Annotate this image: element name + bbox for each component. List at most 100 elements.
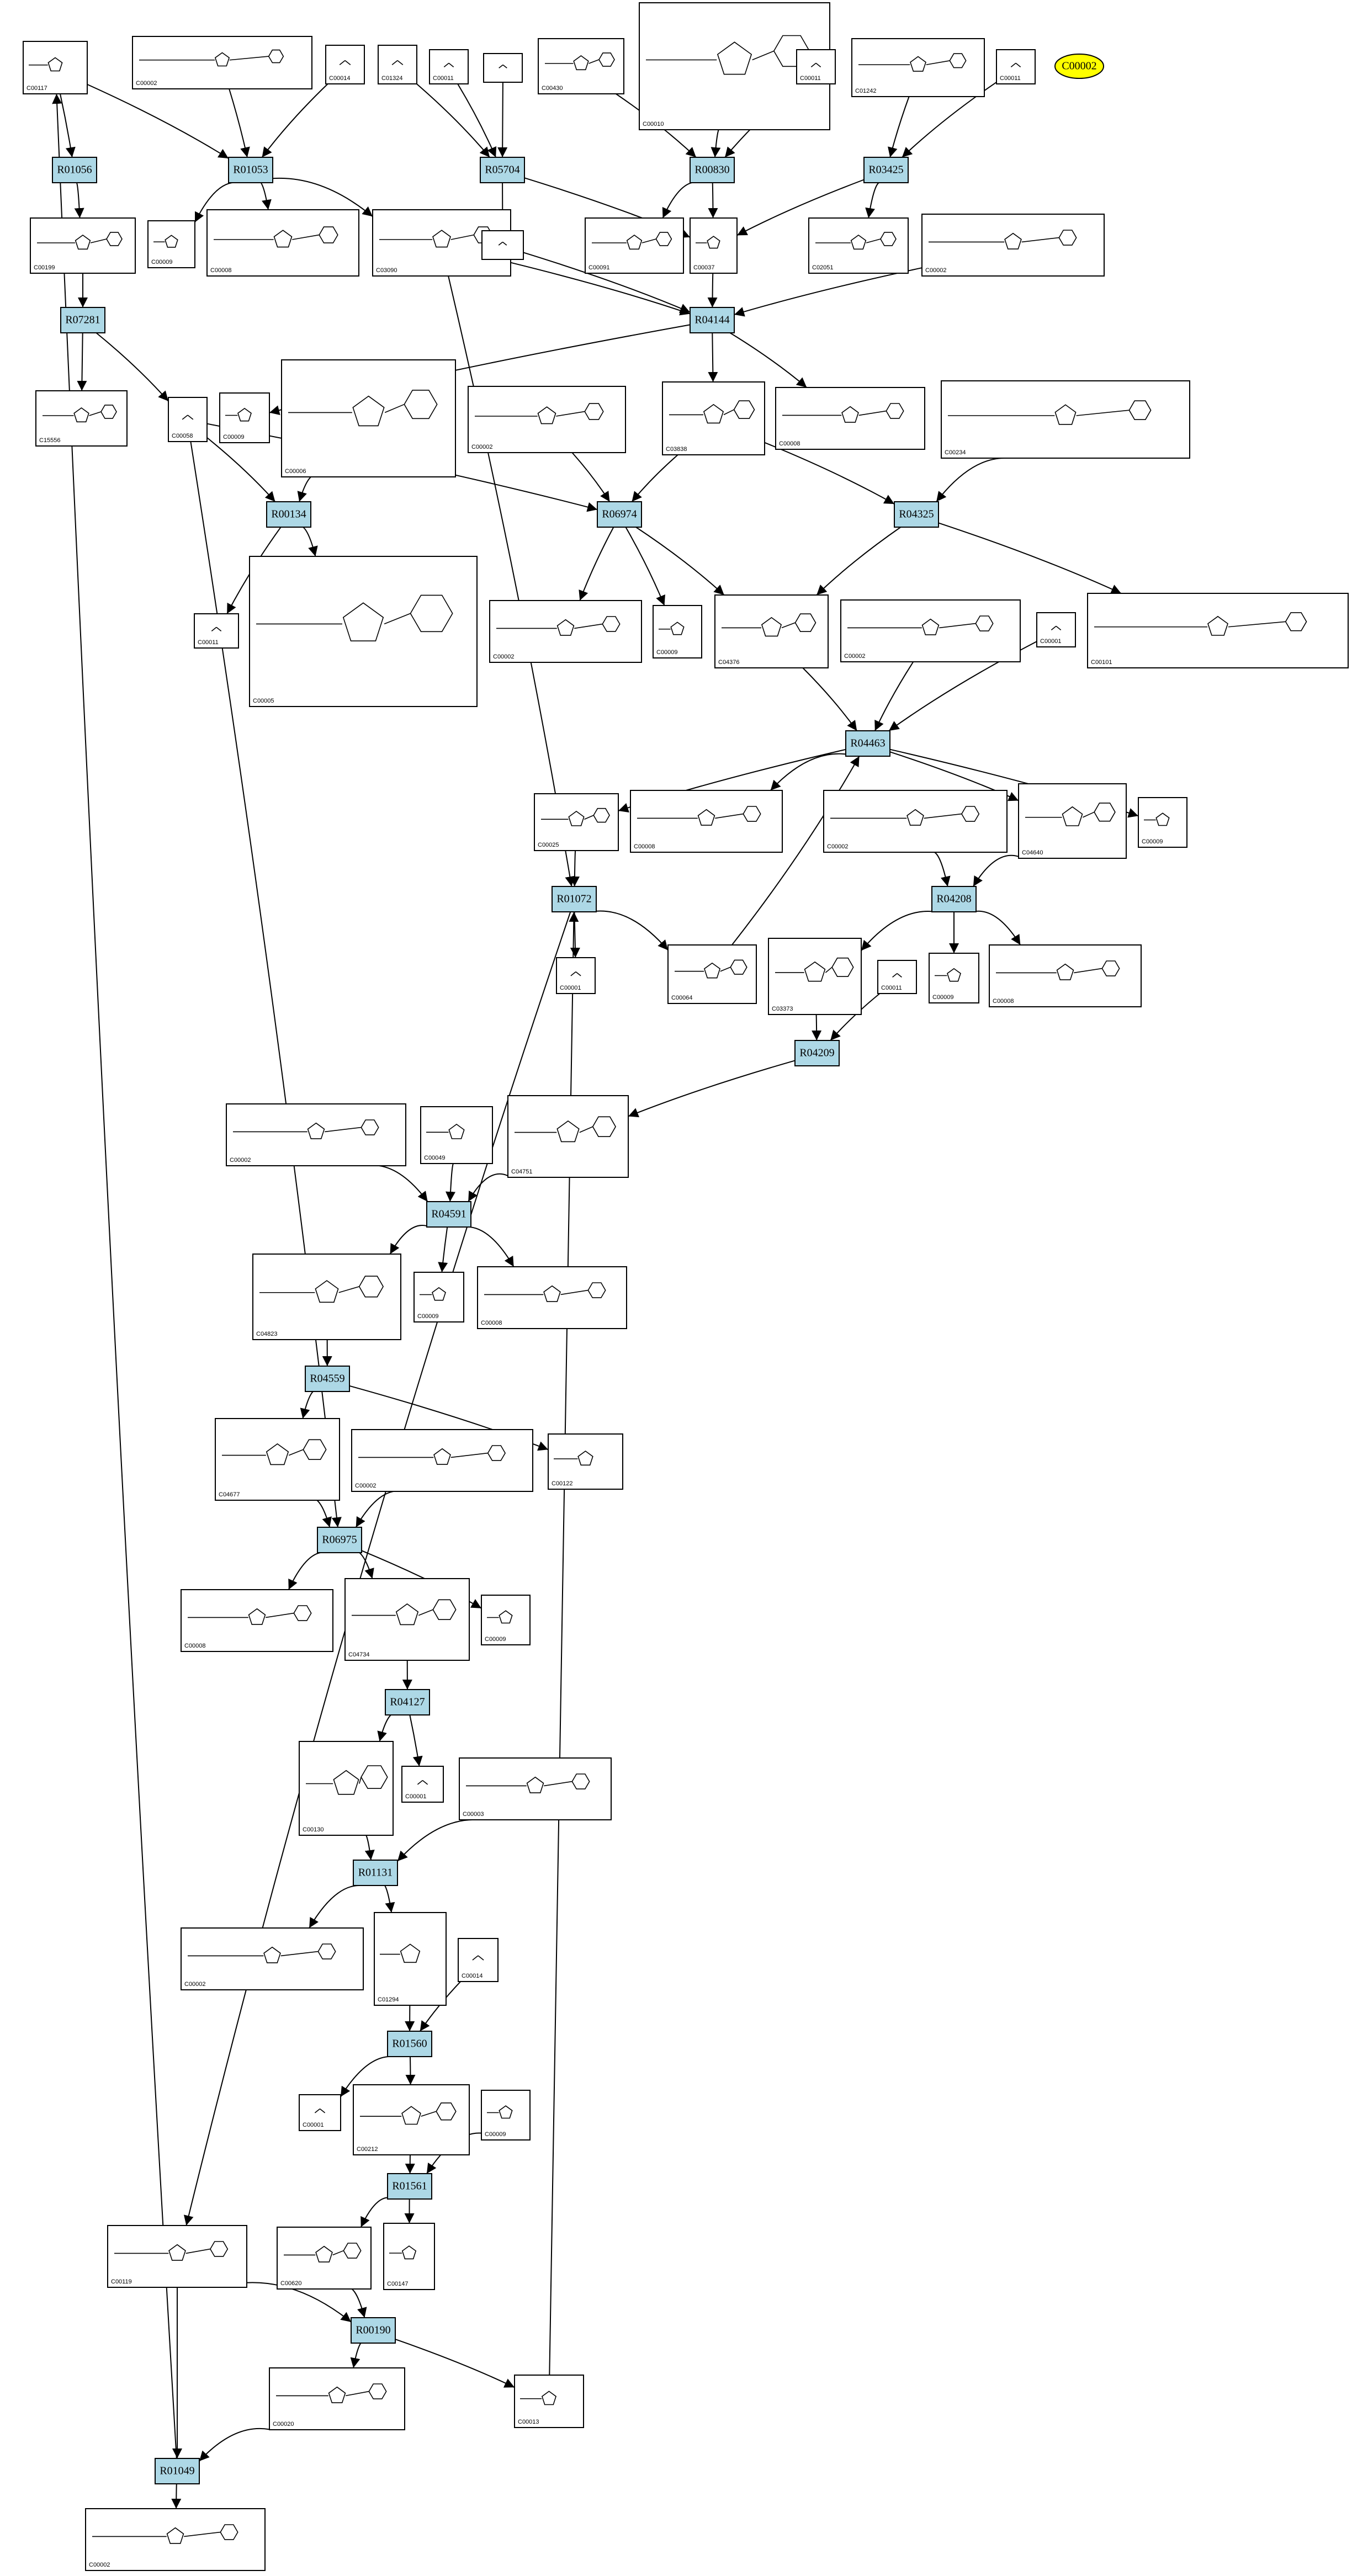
reaction-node[interactable]: R01053	[228, 157, 273, 183]
reaction-node[interactable]: R06975	[317, 1527, 362, 1553]
compound-node[interactable]: C04640	[1018, 783, 1127, 859]
reaction-node[interactable]: R01560	[387, 2031, 432, 2057]
compound-node[interactable]: C00091	[585, 217, 684, 274]
compound-node[interactable]: C00049	[420, 1106, 493, 1164]
compound-node[interactable]: C00009	[929, 953, 979, 1003]
compound-node[interactable]: C00008	[181, 1589, 333, 1652]
compound-node[interactable]: C00008	[989, 944, 1142, 1007]
compound-node[interactable]: C00009	[1138, 797, 1187, 848]
compound-node[interactable]: C00020	[269, 2367, 405, 2430]
compound-node[interactable]: C01324	[378, 45, 417, 84]
compound-node[interactable]	[481, 230, 524, 260]
reaction-node[interactable]: R04208	[931, 886, 977, 912]
reaction-node[interactable]: R00134	[266, 501, 311, 528]
compound-node[interactable]: C00002	[132, 36, 312, 89]
compound-node[interactable]: C15556	[35, 390, 128, 447]
compound-node[interactable]: C00002	[489, 600, 642, 663]
compound-node[interactable]: C00199	[30, 217, 136, 274]
compound-node[interactable]: C00002	[85, 2508, 266, 2571]
reaction-node[interactable]: R01049	[155, 2458, 200, 2484]
reaction-node[interactable]: R01056	[52, 157, 97, 183]
compound-node[interactable]: C00002	[226, 1103, 406, 1166]
compound-node[interactable]: C00009	[481, 1595, 531, 1645]
reaction-node[interactable]: R04463	[845, 730, 890, 757]
compound-node[interactable]: C00001	[299, 2094, 341, 2131]
compound-node[interactable]: C00005	[249, 556, 478, 707]
compound-node[interactable]: C00009	[147, 220, 195, 268]
compound-node[interactable]: C00058	[168, 397, 208, 442]
compound-node[interactable]: C01294	[374, 1912, 447, 2006]
compound-box	[206, 209, 359, 277]
compound-node[interactable]: C00013	[514, 2375, 584, 2428]
compound-node[interactable]: C00002	[181, 1927, 364, 1990]
compound-node[interactable]: C00037	[690, 217, 738, 274]
compound-node[interactable]: C00003	[459, 1757, 612, 1820]
reaction-node[interactable]: R01072	[552, 886, 597, 912]
compound-node[interactable]: C00011	[877, 960, 917, 994]
reaction-node[interactable]: R04591	[426, 1201, 471, 1228]
compound-node[interactable]: C00212	[353, 2084, 470, 2155]
reaction-node[interactable]: R03425	[863, 157, 909, 183]
compound-node[interactable]: C00002	[468, 386, 626, 453]
compound-node[interactable]: C03090	[372, 209, 511, 277]
compound-node[interactable]: C00001	[401, 1766, 444, 1803]
compound-node[interactable]: C00008	[630, 790, 783, 853]
reaction-node[interactable]: R01561	[387, 2173, 432, 2200]
compound-node[interactable]: C00008	[206, 209, 359, 277]
reaction-node[interactable]: R07281	[60, 307, 105, 333]
compound-node[interactable]: C00008	[477, 1266, 627, 1329]
reaction-node[interactable]: R04209	[794, 1040, 840, 1066]
compound-node[interactable]: C00011	[194, 613, 239, 649]
compound-node[interactable]: C01242	[851, 38, 985, 97]
reaction-node[interactable]: R01131	[353, 1860, 398, 1886]
compound-node[interactable]: C02051	[808, 217, 909, 274]
compound-node[interactable]: C00620	[277, 2227, 372, 2290]
compound-node[interactable]: C04734	[344, 1578, 470, 1661]
reaction-node[interactable]: R04144	[690, 307, 735, 333]
compound-node[interactable]: C00117	[23, 41, 88, 94]
compound-node[interactable]: C03838	[662, 381, 765, 455]
highlighted-compound[interactable]: C00002	[1054, 54, 1104, 79]
compound-node[interactable]: C00002	[823, 790, 1008, 853]
compound-node[interactable]: C00147	[383, 2223, 435, 2290]
compound-node[interactable]: C00009	[219, 392, 270, 443]
compound-node[interactable]: C00234	[941, 380, 1190, 459]
reaction-edge	[190, 441, 342, 1528]
compound-node[interactable]: C00009	[413, 1272, 464, 1322]
compound-node[interactable]: C03373	[768, 938, 862, 1015]
reaction-node[interactable]: R04559	[305, 1366, 350, 1392]
reaction-node[interactable]: R04127	[385, 1689, 430, 1715]
compound-node[interactable]: C00009	[481, 2090, 531, 2141]
reaction-node[interactable]: R05704	[480, 157, 525, 183]
compound-node[interactable]: C00011	[429, 49, 469, 84]
compound-node[interactable]: C00001	[1036, 612, 1076, 647]
compound-node[interactable]: C00064	[667, 944, 757, 1004]
compound-node[interactable]: C00101	[1087, 593, 1349, 668]
compound-node[interactable]	[483, 53, 523, 83]
compound-node[interactable]: C04376	[714, 594, 829, 668]
compound-node[interactable]: C00011	[996, 49, 1036, 84]
compound-node[interactable]: C00002	[840, 599, 1021, 662]
reaction-node[interactable]: R06974	[597, 501, 642, 528]
compound-node[interactable]: C00009	[653, 605, 702, 658]
compound-node[interactable]: C00002	[921, 214, 1105, 277]
compound-node[interactable]: C00430	[538, 38, 624, 94]
compound-node[interactable]: C00130	[299, 1741, 394, 1836]
compound-node[interactable]: C04677	[215, 1418, 340, 1501]
compound-node[interactable]: C04823	[252, 1254, 401, 1340]
compound-node[interactable]: C04751	[507, 1095, 629, 1178]
compound-node[interactable]: C00014	[458, 1938, 499, 1982]
compound-node[interactable]: C00001	[556, 957, 596, 994]
compound-node[interactable]: C00014	[325, 45, 365, 84]
compound-node[interactable]: C00011	[796, 49, 836, 84]
reaction-node[interactable]: R00190	[351, 2317, 396, 2344]
compound-node[interactable]: C00002	[351, 1429, 533, 1492]
compound-node[interactable]: C00025	[534, 793, 619, 851]
compound-box	[507, 1095, 629, 1178]
compound-node[interactable]: C00008	[775, 387, 925, 450]
reaction-node[interactable]: R04325	[894, 501, 939, 528]
compound-node[interactable]: C00122	[548, 1433, 623, 1490]
compound-node[interactable]: C00119	[107, 2225, 247, 2288]
compound-node[interactable]: C00006	[281, 359, 456, 477]
reaction-node[interactable]: R00830	[690, 157, 735, 183]
